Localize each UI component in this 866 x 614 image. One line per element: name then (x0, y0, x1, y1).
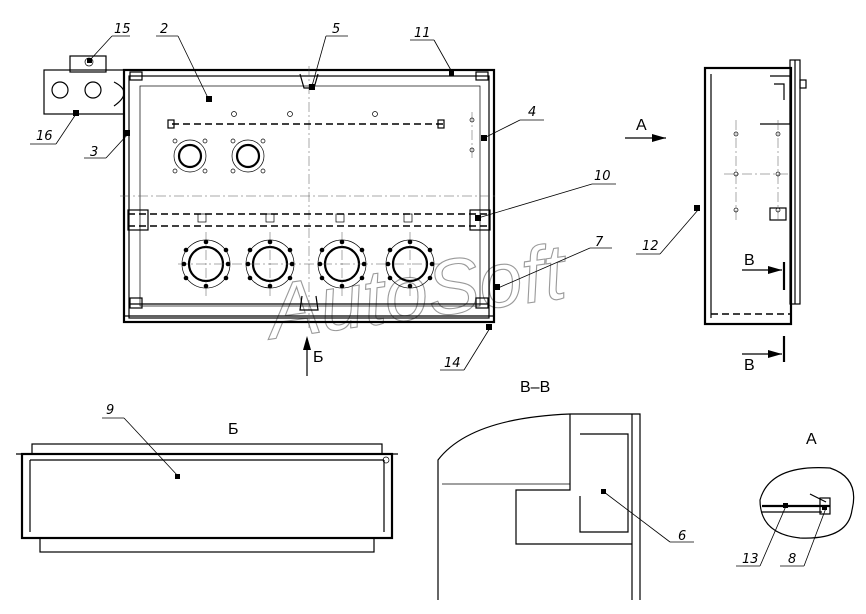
callout-16: 16 (36, 129, 53, 144)
callout-3: 3 (90, 145, 98, 160)
callout-7: 7 (595, 235, 604, 250)
view-b-title: Б (228, 421, 239, 438)
callout-15: 15 (114, 22, 131, 37)
callout-8: 8 (788, 552, 796, 567)
callout-10: 10 (594, 169, 611, 184)
watermark: AutoSoft (258, 227, 574, 357)
callout-12: 12 (642, 239, 659, 254)
detail-a: А (759, 431, 855, 539)
callout-4: 4 (528, 105, 536, 120)
view-arrow-b-label: Б (313, 349, 324, 366)
section-v-v-title: В–В (520, 379, 550, 396)
side-view: А В В (625, 59, 807, 374)
front-view: Б (43, 55, 498, 376)
callouts: 15 2 5 11 16 3 4 10 7 14 (30, 22, 827, 567)
callout-14: 14 (444, 356, 461, 371)
section-arrow-v-top-label: В (744, 252, 755, 269)
callout-11: 11 (414, 26, 431, 41)
callout-5: 5 (332, 22, 340, 37)
section-arrow-v-bottom-label: В (744, 357, 755, 374)
detail-a-title: А (806, 431, 817, 448)
callout-6: 6 (678, 529, 686, 544)
callout-2: 2 (160, 22, 168, 37)
callout-13: 13 (742, 552, 759, 567)
view-b: Б (16, 421, 398, 553)
callout-9: 9 (106, 403, 114, 418)
section-v-v: В–В (437, 379, 641, 600)
view-arrow-a-label: А (636, 117, 647, 134)
